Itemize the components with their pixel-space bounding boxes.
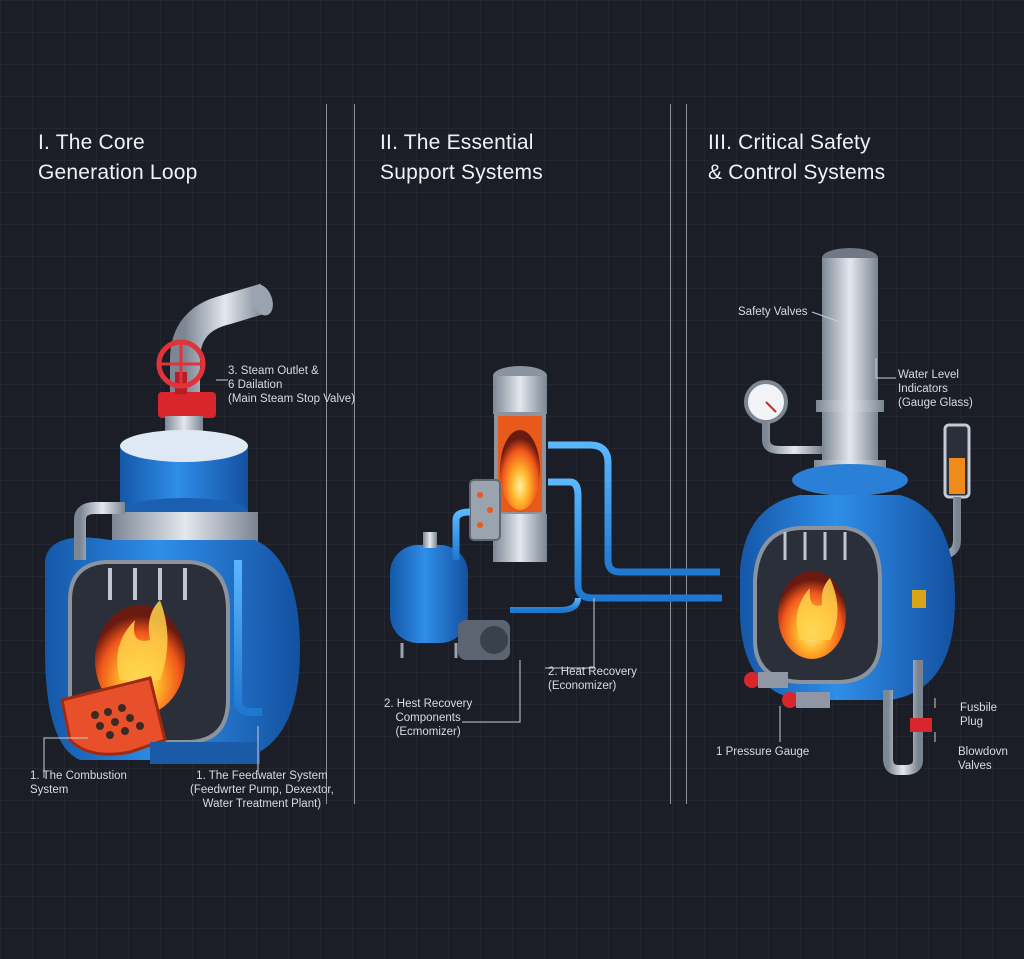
label-pressure-gauge: 1 Pressure Gauge [716, 745, 809, 759]
section-title-safety-line1: III. Critical Safety [708, 131, 871, 154]
label-heat-recovery-economizer-line1: 2. Heat Recovery [548, 666, 637, 678]
label-water-level-line1: Water Level [898, 369, 959, 381]
safety-valve-stack [822, 258, 878, 408]
label-water-level-line2: Indicators [898, 383, 948, 395]
section-title-safety: III. Critical Safety & Control Systems [708, 128, 885, 188]
label-feedwater: 1. The Feedwater System (Feedwrter Pump,… [190, 769, 334, 811]
economizer-fire-icon [500, 430, 540, 510]
label-blowdown-valves-line2: Valves [958, 760, 992, 772]
label-heat-recovery-economizer-line2: (Economizer) [548, 680, 617, 692]
section-title-core: I. The Core Generation Loop [38, 128, 197, 188]
label-safety-valves-line1: Safety Valves [738, 306, 808, 318]
core-boiler [45, 283, 300, 764]
label-combustion-line2: System [30, 784, 69, 796]
label-steam-outlet-line1: 3. Steam Outlet & [228, 365, 319, 377]
label-feedwater-line3: Water Treatment Plant) [202, 798, 322, 810]
label-water-level: Water Level Indicators (Gauge Glass) [898, 368, 973, 410]
section-title-support-line1: II. The Essential [380, 131, 534, 154]
label-steam-outlet-line3: (Main Steam Stop Valve) [228, 393, 355, 405]
section-title-core-line2: Generation Loop [38, 161, 198, 184]
label-fusible-plug-line1: Fusbile [960, 702, 998, 714]
label-steam-outlet-line2: 6 Dailation [228, 379, 283, 391]
blowdown-valve [910, 718, 932, 732]
label-feedwater-line1: 1. The Feedwater System [196, 770, 328, 782]
label-heat-recovery-components-line2: Components [395, 712, 461, 724]
fuel-hopper [60, 676, 167, 756]
divider-left-b [354, 104, 355, 804]
support-systems [390, 366, 722, 660]
section-title-safety-line2: & Control Systems [708, 161, 886, 184]
section-title-support-line2: Support Systems [380, 161, 543, 184]
section-title-support: II. The Essential Support Systems [380, 128, 543, 188]
core-leader-lines [43, 379, 259, 778]
main-steam-stop-valve [158, 392, 216, 418]
feedwater-tank [390, 545, 468, 643]
divider-right-b [686, 104, 687, 804]
section-title-core-line1: I. The Core [38, 131, 145, 154]
label-heat-recovery-components-line1: 2. Hest Recovery [384, 698, 473, 710]
label-feedwater-line2: (Feedwrter Pump, Dexextor, [190, 784, 334, 796]
divider-right-a [670, 104, 671, 804]
label-fusible-plug: Fusbile Plug [960, 701, 997, 729]
label-blowdown-valves-line1: Blowdovn [958, 746, 1008, 758]
label-water-level-line3: (Gauge Glass) [898, 397, 973, 409]
blowdown-pipe [883, 660, 923, 775]
label-heat-recovery-components-line3: (Ecmomizer) [395, 726, 461, 738]
label-heat-recovery-components: 2. Hest Recovery Components (Ecmomizer) [384, 697, 472, 739]
label-pressure-gauge-line1: 1 Pressure Gauge [716, 746, 810, 758]
safety-boiler [740, 248, 971, 775]
support-leader-lines [462, 598, 595, 723]
label-blowdown-valves: Blowdovn Valves [958, 745, 1008, 773]
safety-leader-lines [779, 311, 936, 742]
fusible-plug [912, 590, 926, 608]
label-safety-valves: Safety Valves [738, 305, 807, 319]
label-heat-recovery-economizer: 2. Heat Recovery (Economizer) [548, 665, 637, 693]
label-fusible-plug-line2: Plug [960, 716, 984, 728]
label-steam-outlet: 3. Steam Outlet & 6 Dailation (Main Stea… [228, 364, 355, 406]
divider-left-a [326, 104, 327, 804]
label-combustion-line1: 1. The Combustion [30, 770, 127, 782]
label-combustion: 1. The Combustion System [30, 769, 127, 797]
